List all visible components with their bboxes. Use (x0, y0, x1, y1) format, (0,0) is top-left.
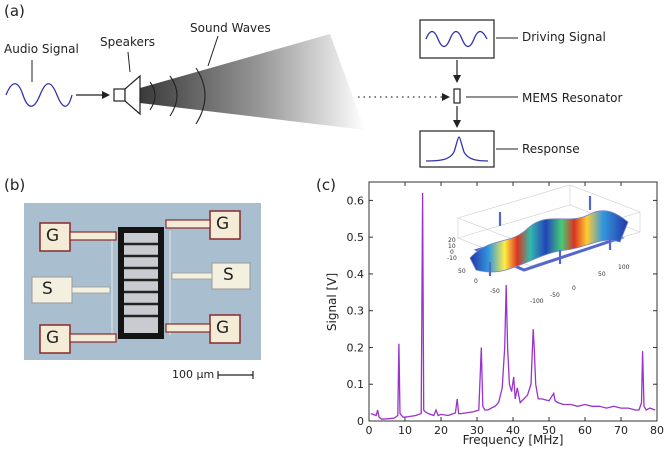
y-tick-label: 0.4 (347, 268, 365, 281)
pad-label: S (42, 279, 53, 299)
x-tick-label: 20 (434, 424, 448, 437)
x-tick-label: 10 (398, 424, 412, 437)
scale-bar-label: 100 µm (172, 368, 215, 381)
inset-z-tick: 20 (448, 237, 456, 244)
arrow-icon (453, 120, 461, 128)
pad-g-bottom-right (165, 314, 241, 344)
inset-x-tick: -100 (530, 298, 544, 305)
pad-g-top-left (39, 222, 117, 252)
arrow-icon (453, 75, 461, 83)
x-tick-label: 80 (650, 424, 664, 437)
y-tick-label: 0.5 (347, 231, 365, 244)
panel-b-label: (b) (4, 176, 26, 194)
x-tick-label: 50 (542, 424, 556, 437)
panel-a-label: (a) (4, 2, 25, 20)
y-tick-label: 0.6 (347, 194, 365, 207)
x-tick-label: 0 (366, 424, 373, 437)
mems-resonator-icon (453, 88, 461, 104)
y-tick-label: 0.1 (347, 378, 365, 391)
inset-x-tick: 0 (572, 285, 576, 292)
x-tick-label: 40 (506, 424, 520, 437)
sound-waves-label: Sound Waves (190, 21, 271, 35)
signal-series-line (370, 192, 656, 420)
pad-g-top-right (165, 210, 241, 240)
pad-label: G (46, 226, 60, 246)
inset-y-tick: 50 (458, 268, 466, 275)
x-axis-label: Frequency [MHz] (463, 433, 564, 447)
pad-s-left (31, 276, 111, 304)
pad-g-bottom-left (39, 324, 117, 354)
y-tick-label: 0.3 (347, 305, 365, 318)
inset-z-tick: 0 (450, 249, 454, 256)
pad-label: G (46, 328, 60, 348)
inset-z-tick: 10 (448, 243, 456, 250)
inset-x-tick: 100 (618, 264, 630, 271)
mems-resonator-label: MEMS Resonator (522, 91, 623, 105)
x-tick-label: 70 (614, 424, 628, 437)
inset-z-tick: -10 (447, 255, 457, 262)
panel-a-diagram (5, 19, 518, 168)
panel-c-label: (c) (316, 176, 336, 194)
response-label: Response (522, 142, 580, 156)
inset-y-tick: 0 (474, 278, 478, 285)
y-axis-label: Signal [V] (325, 273, 339, 331)
driving-wave-icon (425, 30, 488, 48)
x-tick-label: 30 (470, 424, 484, 437)
pad-label: S (223, 265, 234, 285)
y-tick-label: 0.2 (347, 341, 365, 354)
audio-signal-label: Audio Signal (4, 42, 79, 56)
arrow-icon (102, 91, 110, 99)
y-tick-label: 0 (357, 415, 364, 428)
device-micrograph: G S G G S G (24, 203, 261, 360)
x-tick-label: 60 (578, 424, 592, 437)
driving-signal-box (419, 19, 495, 59)
speakers-label: Speakers (100, 35, 156, 49)
pad-s-right (171, 262, 251, 290)
arrow-icon (442, 93, 450, 101)
inset-y-tick: -50 (490, 288, 500, 295)
sound-wave-arc (149, 81, 156, 111)
audio-wave-icon (5, 83, 73, 107)
inset-x-tick: -50 (550, 292, 560, 299)
pad-label: G (216, 318, 230, 338)
driving-signal-label: Driving Signal (522, 30, 606, 44)
sound-wave-arc (169, 75, 178, 117)
inset-x-tick: 50 (598, 271, 606, 278)
pad-label: G (216, 214, 230, 234)
sound-wave-arc (195, 67, 206, 125)
mode-shape-inset: 20 10 0 -10 50 0 -50 -100 -50 0 50 100 (447, 184, 641, 305)
response-peak-icon (425, 136, 489, 162)
sound-beam (140, 34, 365, 130)
